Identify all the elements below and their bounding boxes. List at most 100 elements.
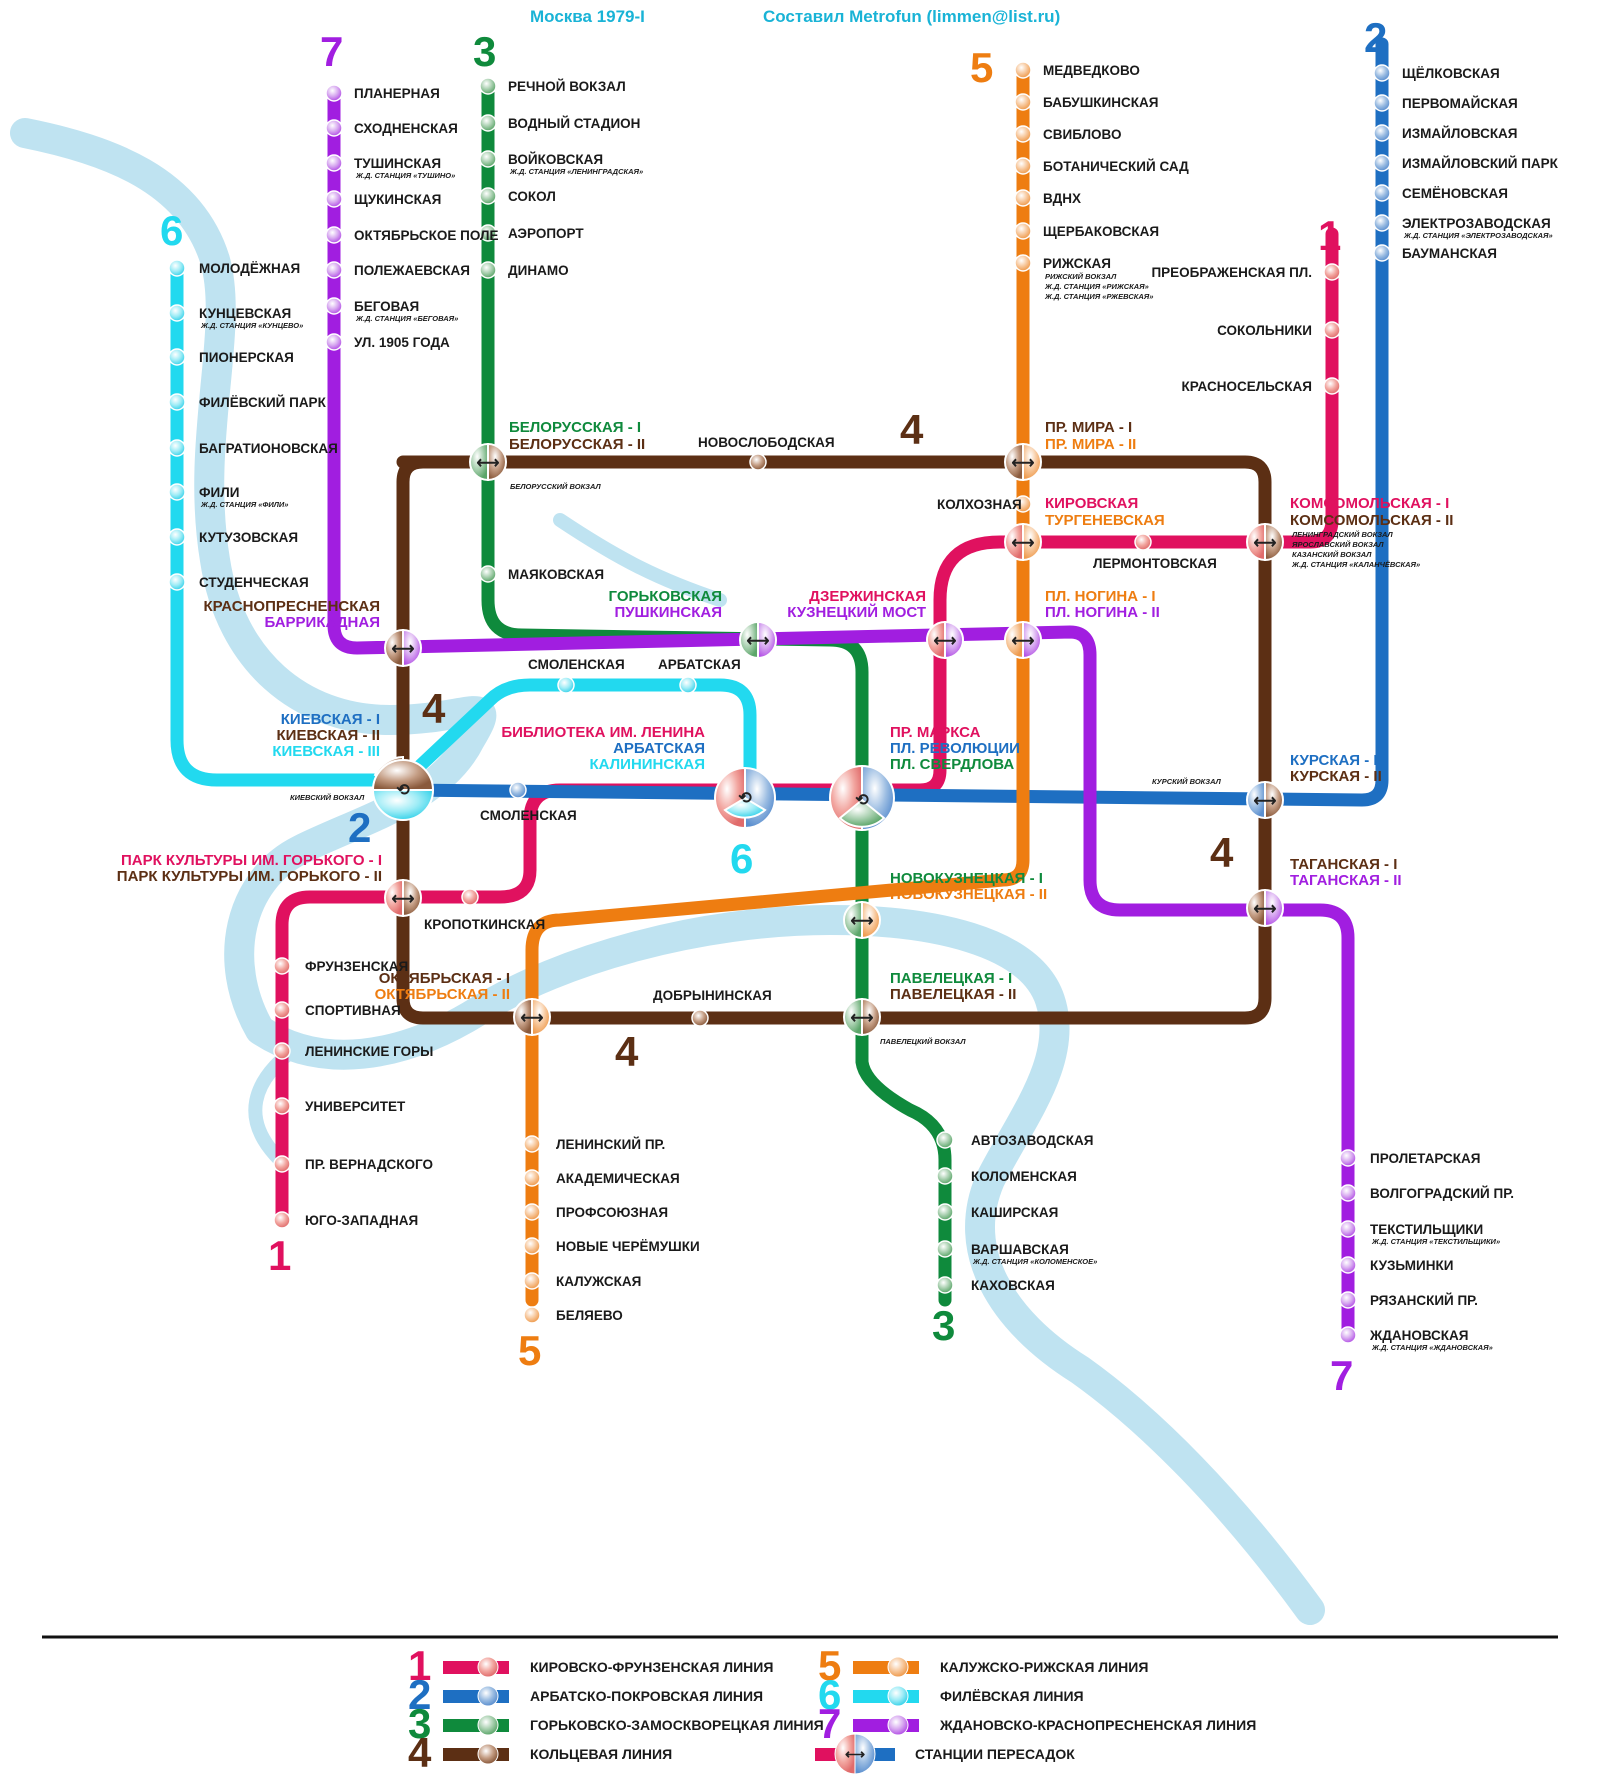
kievskaya-interchange — [371, 755, 435, 821]
station-label: ЛЕНИНСКИЕ ГОРЫ — [305, 1044, 433, 1059]
map-label: НОВОКУЗНЕЦКАЯ - II — [890, 886, 1047, 903]
station-label: ОКТЯБРЬСКОЕ ПОЛЕ — [354, 228, 499, 243]
station-label: ФИЛИ — [199, 485, 239, 500]
metro-lines — [170, 37, 1389, 1342]
map-label: ГОРЬКОВСКО-ЗАМОСКВОРЕЦКАЯ ЛИНИЯ — [530, 1717, 824, 1733]
map-label: ЛЕНИНГРАДСКИЙ ВОКЗАЛ — [1291, 530, 1394, 539]
station-label: НОВОСЛОБОДСКАЯ — [698, 435, 835, 450]
line-number-1-south: 1 — [268, 1232, 291, 1279]
taganskaya-interchange — [1246, 888, 1284, 928]
map-label: СТАНЦИИ ПЕРЕСАДОК — [915, 1746, 1075, 1762]
station-sublabel: Ж.Д. СТАНЦИЯ «КОЛОМЕНСКОЕ» — [972, 1257, 1097, 1266]
line-4-koltsevaya — [396, 455, 1272, 1025]
map-title: Москва 1979-I — [530, 7, 645, 26]
map-label: АРБАТСКО-ПОКРОВСКАЯ ЛИНИЯ — [530, 1688, 763, 1704]
map-label: 1 — [408, 1642, 431, 1689]
station-label: РИЖСКАЯ — [1043, 256, 1111, 271]
map-label: ⟷ — [1254, 901, 1277, 918]
line-number-4-bottom: 4 — [615, 1028, 639, 1075]
station-label: ПРОФСОЮЗНАЯ — [556, 1205, 668, 1220]
map-label: КОМСОМОЛЬСКАЯ - I — [1290, 495, 1449, 512]
map-label: КУЗНЕЦКИЙ МОСТ — [787, 603, 926, 621]
map-label: ПР. МАРКСА — [890, 724, 981, 741]
station-label: УЛ. 1905 ГОДА — [354, 335, 450, 350]
station-label: КАХОВСКАЯ — [971, 1278, 1055, 1293]
line-number-2: 2 — [1364, 14, 1387, 61]
station-label: БЕЛЯЕВО — [556, 1308, 623, 1323]
map-label: ⟷ — [747, 633, 770, 650]
station-label: ИЗМАЙЛОВСКАЯ — [1402, 126, 1518, 141]
map-label: ПР. МИРА - II — [1045, 436, 1136, 453]
station-label: ДИНАМО — [508, 263, 569, 278]
map-label: КРАСНОПРЕСНЕНСКАЯ — [203, 598, 380, 615]
station-label: ВДНХ — [1043, 191, 1081, 206]
map-label: ПАВЕЛЕЦКАЯ - I — [890, 970, 1012, 987]
station-label: КАШИРСКАЯ — [971, 1205, 1058, 1220]
stations-line-1 — [273, 263, 1341, 1229]
novokuznetskaya-interchange — [843, 900, 881, 940]
map-label: ⟷ — [1012, 633, 1035, 650]
stations-line-6 — [168, 259, 697, 694]
map-label: ОКТЯБРЬСКАЯ - I — [379, 970, 510, 987]
station-label: ИЗМАЙЛОВСКИЙ ПАРК — [1402, 156, 1559, 171]
line-number-6-south: 6 — [730, 835, 753, 882]
station-label: ЛЕНИНСКИЙ ПР. — [556, 1137, 665, 1152]
line-number-7: 7 — [320, 28, 343, 75]
map-label: ⟲ — [738, 790, 752, 807]
station-label: КОЛХОЗНАЯ — [937, 497, 1022, 512]
station-label: БАУМАНСКАЯ — [1402, 246, 1497, 261]
map-label: БЕЛОРУССКАЯ - I — [509, 419, 641, 436]
legend-item-6: 6 ФИЛЁВСКАЯ ЛИНИЯ — [818, 1671, 1084, 1718]
station-sublabel: Ж.Д. СТАНЦИЯ «ЭЛЕКТРОЗАВОДСКАЯ» — [1403, 231, 1553, 240]
map-label: ⟷ — [1012, 535, 1035, 552]
station-label: СОКОЛ — [508, 189, 556, 204]
station-sublabel: РИЖСКИЙ ВОКЗАЛ — [1045, 272, 1117, 281]
map-label: КАЗАНСКИЙ ВОКЗАЛ — [1292, 550, 1372, 559]
legend-item-1: 1 КИРОВСКО-ФРУНЗЕНСКАЯ ЛИНИЯ — [408, 1642, 773, 1689]
station-label: КРАСНОСЕЛЬСКАЯ — [1181, 379, 1312, 394]
biblioteka-interchange — [714, 766, 776, 830]
map-label: КИЕВСКАЯ - I — [281, 711, 380, 728]
station-label: РЕЧНОЙ ВОКЗАЛ — [508, 79, 626, 94]
oktyabrskaya-interchange — [513, 997, 551, 1037]
station-label: ВОДНЫЙ СТАДИОН — [508, 116, 640, 131]
map-label: ПАВЕЛЕЦКАЯ - II — [890, 986, 1016, 1003]
map-label: ОКТЯБРЬСКАЯ - II — [375, 986, 510, 1003]
station-sublabel: Ж.Д. СТАНЦИЯ «ЛЕНИНГРАДСКАЯ» — [509, 167, 643, 176]
station-sublabel: Ж.Д. СТАНЦИЯ «РИЖСКАЯ» — [1044, 282, 1149, 291]
station-label: АЭРОПОРТ — [508, 226, 584, 241]
park-kultury-interchange — [384, 878, 422, 918]
station-label: МОЛОДЁЖНАЯ — [199, 261, 300, 276]
map-label: ⟷ — [477, 455, 500, 472]
map-label: КАЛИНИНСКАЯ — [589, 756, 705, 773]
map-label: АРБАТСКАЯ — [613, 740, 705, 757]
station-sublabel: БЕЛОРУССКИЙ ВОКЗАЛ — [510, 482, 602, 491]
station-label: ПР. ВЕРНАДСКОГО — [305, 1157, 433, 1172]
stations — [168, 61, 1391, 1344]
station-label: ФИЛЁВСКИЙ ПАРК — [199, 395, 327, 410]
station-label: БАБУШКИНСКАЯ — [1043, 95, 1158, 110]
map-label: КОЛЬЦЕВАЯ ЛИНИЯ — [530, 1746, 672, 1762]
line-number-6: 6 — [160, 207, 183, 254]
map-label: ⟲ — [396, 782, 410, 799]
station-label: КОЛОМЕНСКАЯ — [971, 1169, 1077, 1184]
station-label: СПОРТИВНАЯ — [305, 1003, 401, 1018]
pr-marksa-interchange — [829, 764, 895, 832]
map-label: ПЛ. НОГИНА - II — [1045, 604, 1160, 621]
map-label: КУРСКАЯ - I — [1290, 752, 1378, 769]
station-sublabel: Ж.Д. СТАНЦИЯ «ТУШИНО» — [355, 171, 455, 180]
station-label: КАЛУЖСКАЯ — [556, 1274, 641, 1289]
station-label: СТУДЕНЧЕСКАЯ — [199, 575, 309, 590]
line-5-kaluzhsko-rizhskaya — [525, 63, 1030, 1307]
map-label: 3 — [408, 1700, 431, 1747]
station-label: УНИВЕРСИТЕТ — [305, 1099, 406, 1114]
station-label: МАЯКОВСКАЯ — [508, 567, 604, 582]
station-label: БАГРАТИОНОВСКАЯ — [199, 441, 338, 456]
line-number-4-left: 4 — [422, 685, 446, 732]
station-sublabel: Ж.Д. СТАНЦИЯ «КУНЦЕВО» — [200, 321, 303, 330]
map-label: БИБЛИОТЕКА ИМ. ЛЕНИНА — [501, 724, 705, 741]
kirovskaya-interchange — [1004, 522, 1042, 562]
map-label: ПУШКИНСКАЯ — [614, 604, 722, 621]
station-sublabel: Ж.Д. СТАНЦИЯ «ЖДАНОВСКАЯ» — [1371, 1343, 1493, 1352]
